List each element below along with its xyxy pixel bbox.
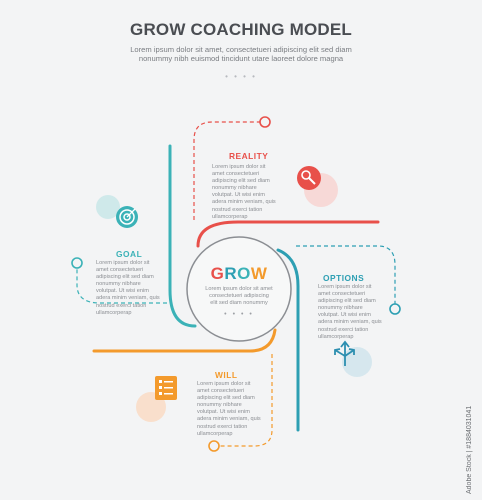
will-node (208, 440, 220, 452)
grow-word: GROW (189, 264, 289, 284)
goal-line (168, 144, 197, 328)
reality-text: Lorem ipsum dolor sit amet consectetueri… (212, 164, 276, 220)
options-title: OPTIONS (323, 273, 365, 283)
grow-letter-o: O (237, 264, 251, 283)
goal-icon-halo (96, 195, 120, 219)
reality-title: REALITY (229, 151, 269, 161)
grow-letter-g: G (210, 264, 225, 283)
options-node (389, 303, 401, 315)
direction-arrows-icon (334, 340, 355, 366)
will-line (92, 328, 277, 353)
options-text: Lorem ipsum dolor sit amet consectetueri… (318, 284, 382, 340)
goal-title: GOAL (116, 249, 143, 259)
page-title: GROW COACHING MODEL (130, 20, 352, 39)
grow-letter-r: R (224, 264, 238, 283)
will-title: WILL (215, 370, 238, 380)
options-line (276, 248, 300, 432)
reality-line (196, 220, 380, 248)
options-icon-halo (342, 347, 372, 377)
watermark: Adobe Stock | #1884031041 (466, 405, 473, 494)
grow-letter-w: W (250, 264, 268, 283)
goal-text: Lorem ipsum dolor sit amet consectetueri… (96, 260, 160, 316)
center-dots: • • • • (224, 311, 254, 318)
reality-connector (193, 121, 260, 220)
center-text: Lorem ipsum dolor sit amet consectetueri… (205, 286, 273, 306)
magnifier-icon (297, 166, 321, 190)
checklist-icon (155, 376, 177, 400)
will-text: Lorem ipsum dolor sit amet consectetueri… (197, 381, 261, 437)
header-dots: • • • • (225, 72, 257, 81)
reality-node (259, 116, 271, 128)
goal-node (71, 257, 83, 269)
page-subtitle: Lorem ipsum dolor sit amet, consectetuer… (130, 45, 352, 64)
target-icon (116, 206, 138, 228)
goal-connector (76, 268, 167, 304)
center-circle (186, 236, 292, 342)
